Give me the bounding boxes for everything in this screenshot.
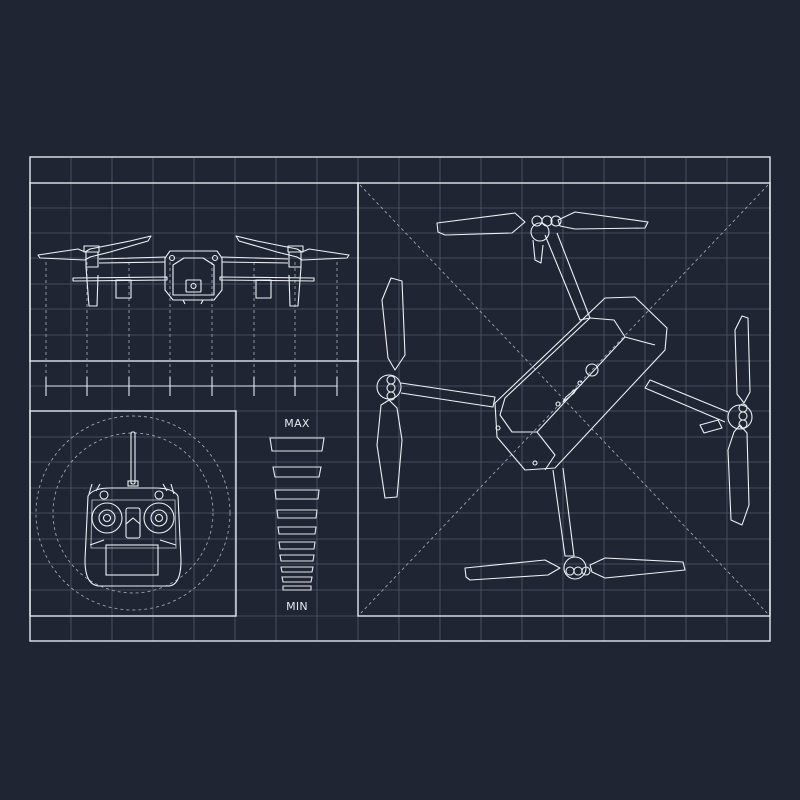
- signal-min-label: MIN: [286, 600, 308, 613]
- signal-max-label: MAX: [284, 417, 310, 430]
- signal-bar-9: [272, 466, 322, 478]
- panel-frames: [29, 156, 771, 642]
- signal-bar-1: [282, 585, 312, 591]
- signal-range-outer: [35, 415, 231, 611]
- signal-range-inner: [52, 432, 214, 594]
- projection-lines: [45, 262, 338, 385]
- signal-bar-10: [269, 437, 325, 452]
- signal-bar-6: [277, 526, 317, 535]
- signal-bar-3: [280, 566, 314, 573]
- signal-strength-scale: [269, 437, 325, 591]
- signal-bar-4: [279, 554, 315, 562]
- drone-side-view: [37, 235, 350, 396]
- drone-top-view: [359, 184, 769, 615]
- signal-bar-5: [278, 541, 316, 550]
- signal-bar-7: [276, 509, 318, 519]
- remote-controller-view: [35, 415, 231, 611]
- signal-bar-2: [281, 576, 313, 583]
- dimension-ruler: [45, 377, 338, 396]
- signal-bar-8: [274, 489, 320, 500]
